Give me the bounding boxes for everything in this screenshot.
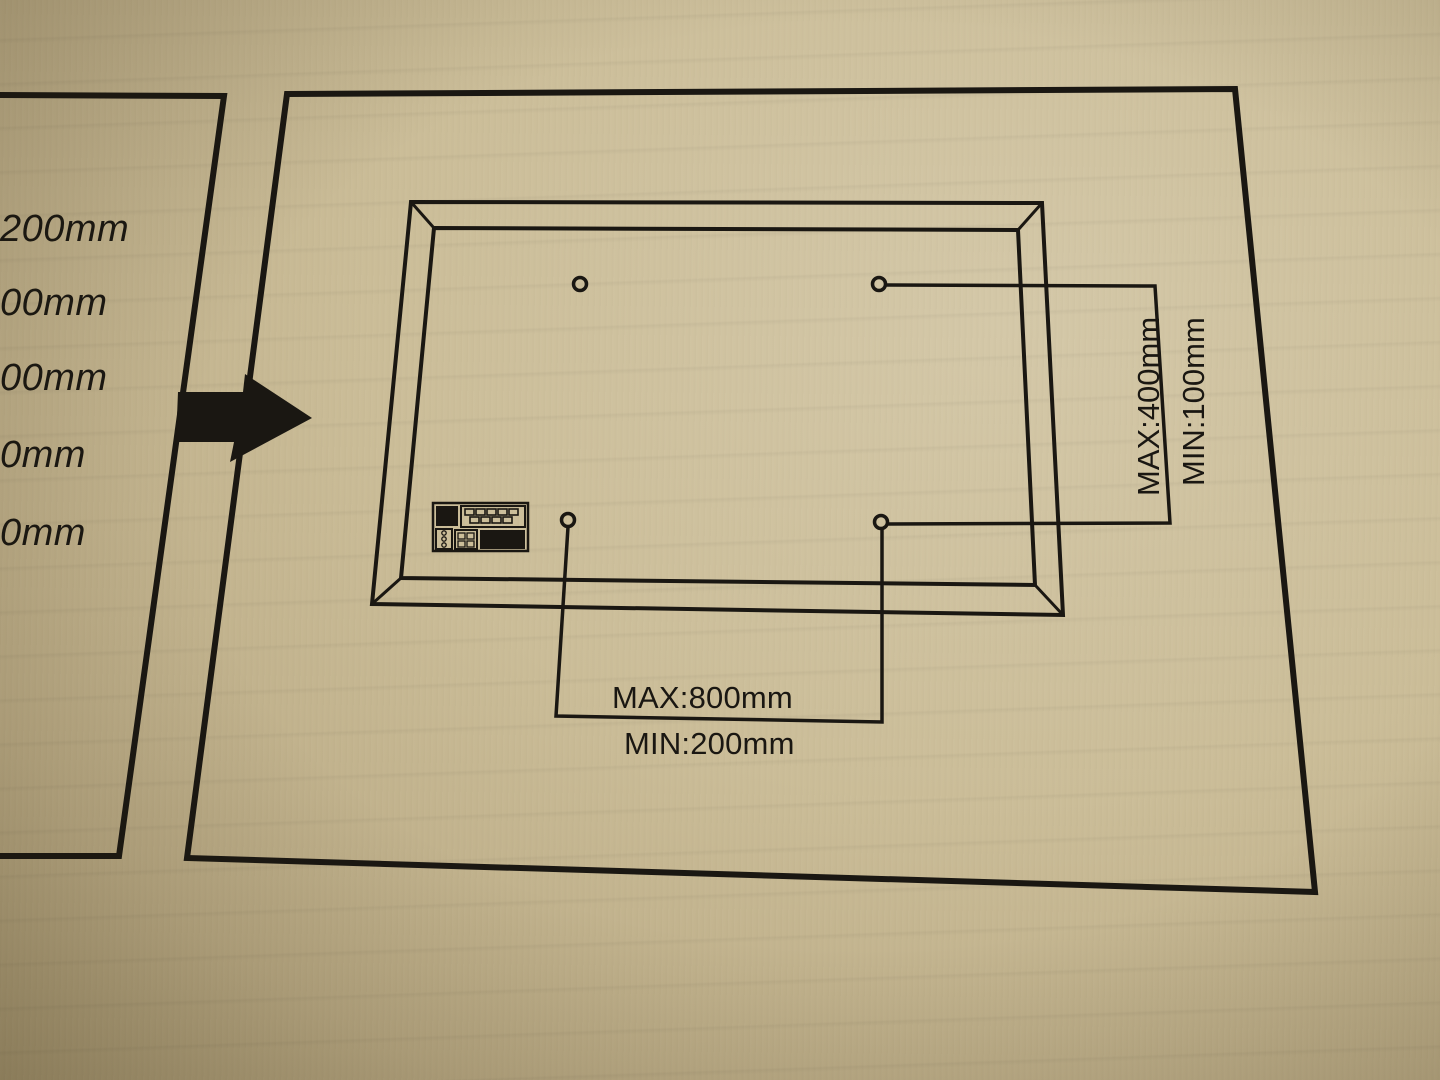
left-panel-label: 0mm [0, 512, 86, 554]
left-panel-label: 00mm [0, 282, 108, 324]
horizontal-min-label: MIN:200mm [624, 726, 795, 761]
horizontal-dimension-line [554, 526, 884, 724]
left-panel-label: 00mm [0, 357, 108, 399]
horizontal-max-label: MAX:800mm [612, 680, 793, 715]
port-panel-icon [431, 501, 530, 553]
left-panel-label: 0mm [0, 434, 86, 476]
left-panel-border [0, 92, 228, 859]
tv-bevel-line [370, 576, 403, 606]
tv-bevel-line [409, 201, 436, 229]
vertical-max-label: MAX:400mm [1131, 316, 1166, 496]
mounting-hole-top-right [870, 275, 888, 293]
vertical-min-label: MIN:100mm [1176, 317, 1211, 486]
mounting-hole-bottom-left [559, 511, 577, 529]
tv-bevel-line [1016, 202, 1044, 231]
tv-bevel-line [1033, 583, 1065, 617]
left-panel-label: 200mm [0, 208, 130, 250]
vertical-dimension-line [885, 283, 1172, 526]
tv-outer-frame [369, 199, 1066, 618]
main-panel-border [183, 85, 1319, 896]
arrow-right-icon [176, 374, 312, 462]
mounting-hole-bottom-right [872, 513, 890, 531]
mounting-hole-top-left [571, 275, 589, 293]
